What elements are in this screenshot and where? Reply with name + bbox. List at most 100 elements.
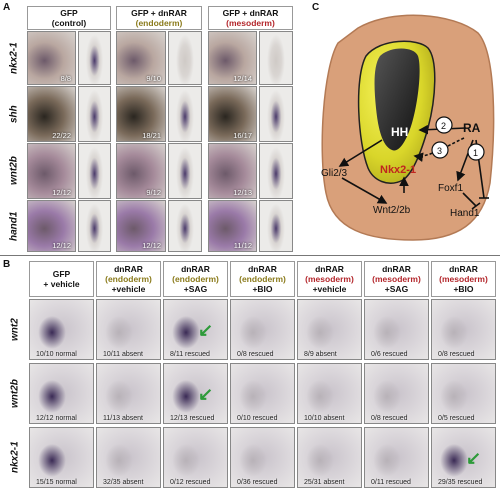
embryo-image: 8/11 rescued↙: [163, 299, 228, 360]
embryo-image: 10/11 absent: [96, 299, 161, 360]
embryo-count: 10/11 absent: [103, 351, 143, 358]
header-line3: +SAG: [183, 284, 208, 294]
embryo-count: 0/11 rescued: [371, 479, 411, 486]
embryo-image: 10/10 absent: [297, 363, 362, 424]
panel-b-column-header: dnRAR(mesoderm)+SAG: [364, 261, 429, 297]
section-image: [168, 143, 202, 199]
embryo-count: 11/13 absent: [103, 415, 143, 422]
header-line2: (mesoderm): [226, 18, 275, 28]
section-image: [259, 31, 293, 85]
header-line3: +BIO: [252, 284, 273, 294]
section-image: [78, 200, 111, 252]
panel-b-column-header: dnRAR(mesoderm)+BIO: [431, 261, 496, 297]
header-line1: dnRAR: [114, 264, 143, 274]
header-line3: +vehicle: [111, 284, 146, 294]
header-line1: GFP + dnRAR: [131, 8, 187, 18]
embryo-image: 12/13: [208, 143, 257, 199]
step-2-label: 2: [441, 121, 446, 131]
embryo-count: 12/12 normal: [36, 415, 77, 422]
section-image: [168, 200, 202, 252]
green-arrow-icon: ↙: [198, 320, 214, 340]
embryo-image: 12/13 rescued ↙: [163, 363, 228, 424]
green-arrow-icon: ↙: [198, 384, 214, 404]
header-line1: dnRAR: [181, 264, 210, 274]
panel-a-row-label: hand1: [8, 211, 20, 241]
embryo-count: 12/14: [233, 74, 252, 83]
section-image: [259, 200, 293, 252]
embryo-count: 11/12: [233, 241, 252, 250]
section-image: [259, 86, 293, 142]
embryo-image: 8/8: [27, 31, 76, 85]
embryo-image: 15/15 normal: [29, 427, 94, 488]
embryo-count: 10/10 absent: [304, 415, 345, 422]
panel-b-column-header: GFP+ vehicle: [29, 261, 94, 297]
embryo-image: 0/12 rescued: [163, 427, 228, 488]
embryo-image: 25/31 absent: [297, 427, 362, 488]
panel-b-column-header: dnRAR(mesoderm)+vehicle: [297, 261, 362, 297]
embryo-image: 0/8 rescued: [364, 363, 429, 424]
embryo-count: 8/8: [60, 74, 71, 83]
embryo-image: 8/9 absent: [297, 299, 362, 360]
header-line3: +BIO: [453, 284, 474, 294]
embryo-image: 9/12: [116, 143, 166, 199]
panel-a-header-endoderm: GFP + dnRAR (endoderm): [116, 6, 202, 30]
embryo-image: 12/12: [116, 200, 166, 252]
embryo-image: 11/12: [208, 200, 257, 252]
embryo-image: 18/21: [116, 86, 166, 142]
embryo-count: 0/36 rescued: [237, 479, 278, 486]
embryo-image: 0/36 rescued: [230, 427, 295, 488]
embryo-count: 25/31 absent: [304, 479, 345, 486]
panel-b-column-header: dnRAR(endoderm)+vehicle: [96, 261, 161, 297]
header-line1: dnRAR: [248, 264, 277, 274]
embryo-image: 11/13 absent: [96, 363, 161, 424]
hand1-label: Hand1: [450, 208, 480, 219]
embryo-count: 0/12 rescued: [170, 479, 211, 486]
section-image: [78, 143, 111, 199]
gut-lumen-shape: [374, 48, 420, 151]
header-line1: GFP: [60, 8, 78, 18]
embryo-image: 0/8 rescued: [230, 299, 295, 360]
panel-a-row-label: nkx2-1: [8, 42, 20, 74]
embryo-count: 12/13: [233, 188, 252, 197]
header-line2: (mesoderm): [305, 274, 354, 284]
embryo-image: 12/12 normal: [29, 363, 94, 424]
embryo-image: 12/14: [208, 31, 257, 85]
embryo-image: 22/22: [27, 86, 76, 142]
panel-b-row-label: wnt2b: [9, 379, 21, 408]
hh-label: HH: [391, 125, 408, 139]
embryo-image: 0/10 rescued: [230, 363, 295, 424]
panel-c-letter: C: [312, 2, 320, 13]
embryo-count: 12/13 rescued: [170, 415, 215, 422]
header-line3: +vehicle: [312, 284, 347, 294]
embryo-count: 32/35 absent: [103, 479, 144, 486]
section-image: [259, 143, 293, 199]
embryo-count: 0/10 rescued: [237, 415, 278, 422]
embryo-count: 18/21: [142, 131, 161, 140]
embryo-count: 12/12: [52, 188, 71, 197]
embryo-count: 0/8 rescued: [438, 351, 475, 358]
gli-label: Gli2/3: [321, 168, 348, 179]
wnt-label: Wnt2/2b: [373, 205, 411, 216]
header-line2: (control): [51, 18, 87, 28]
embryo-image: 0/5 rescued: [431, 363, 496, 424]
panel-b-row-label: wnt2: [9, 318, 21, 341]
header-line2: (mesoderm): [372, 274, 421, 284]
header-line2: (endoderm): [172, 274, 219, 284]
step-3-label: 3: [437, 146, 442, 156]
step-1-label: 1: [473, 148, 478, 158]
embryo-image: 12/12: [27, 200, 76, 252]
panel-b-column-header: dnRAR(endoderm)+BIO: [230, 261, 295, 297]
header-line2: (endoderm): [239, 274, 286, 284]
green-arrow-icon: ↙: [466, 448, 482, 468]
header-line1: GFP: [52, 269, 71, 279]
embryo-image: 0/8 rescued: [431, 299, 496, 360]
embryo-image: 32/35 absent: [96, 427, 161, 488]
embryo-image: 29/35 rescued↙: [431, 427, 496, 488]
embryo-count: 0/5 rescued: [438, 415, 475, 422]
header-line3: +SAG: [384, 284, 409, 294]
header-line3: + vehicle: [43, 279, 80, 289]
nkx-label: Nkx2-1: [380, 164, 416, 176]
panel-a-letter: A: [3, 2, 11, 13]
embryo-count: 9/12: [146, 188, 161, 197]
header-line2: (endoderm): [135, 18, 183, 28]
